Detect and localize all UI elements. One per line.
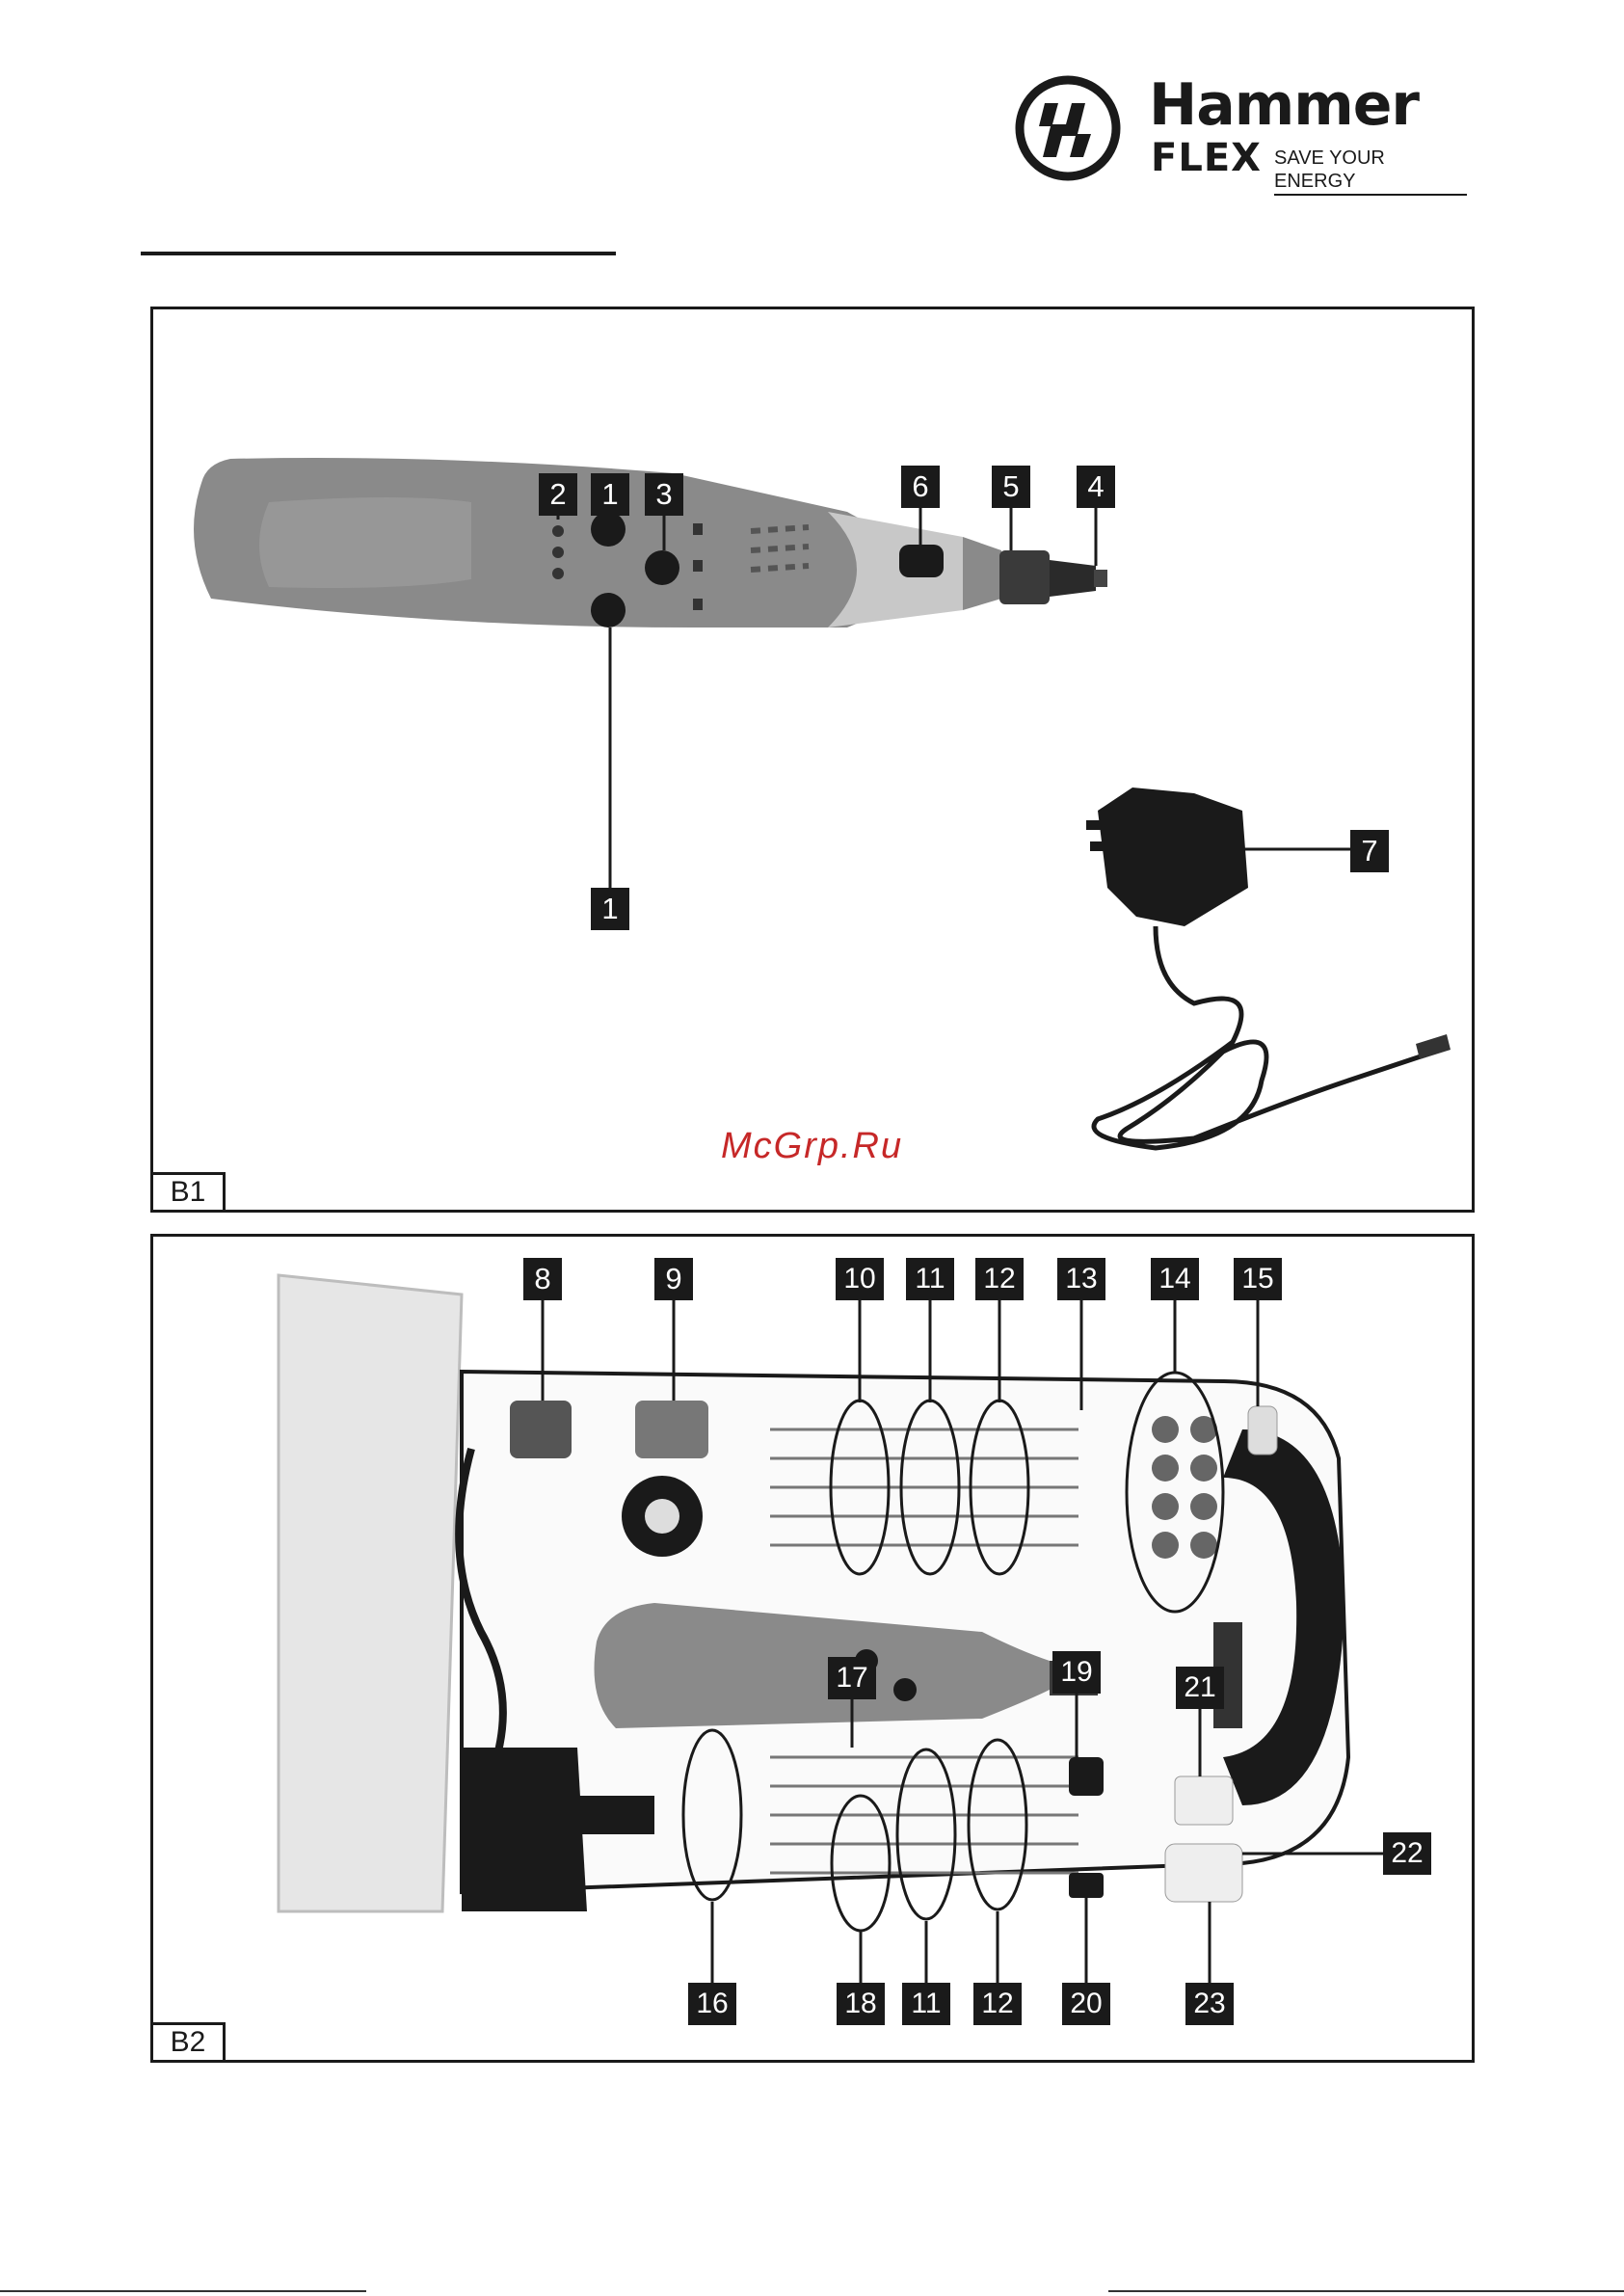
title-underline — [141, 252, 616, 255]
brand-logo: Hammer FLEX SAVE YOUR ENERGY — [1014, 69, 1467, 185]
footer-rule-right — [1108, 2290, 1624, 2292]
callout-3: 3 — [645, 473, 683, 516]
callout-8: 8 — [523, 1258, 562, 1300]
callout-4: 4 — [1077, 466, 1115, 508]
panel-tag-b2: B2 — [150, 2022, 226, 2063]
figure-panel-b1: 2 1 3 6 5 4 7 1 B1 — [150, 307, 1475, 1213]
callout-15: 15 — [1234, 1258, 1282, 1300]
engraver-illustration — [153, 309, 1472, 1210]
callout-7: 7 — [1350, 830, 1389, 872]
callout-18: 18 — [837, 1983, 885, 2025]
callout-1-bottom: 1 — [591, 888, 629, 930]
callout-23: 23 — [1185, 1983, 1234, 2025]
callout-20: 20 — [1062, 1983, 1110, 2025]
callout-1-top: 1 — [591, 473, 629, 516]
callout-6: 6 — [901, 466, 940, 508]
brand-slogan: SAVE YOUR ENERGY — [1274, 147, 1467, 196]
callout-16: 16 — [688, 1983, 736, 2025]
callout-14: 14 — [1151, 1258, 1199, 1300]
callout-2: 2 — [539, 473, 577, 516]
charger-adapter — [1086, 788, 1451, 1148]
brand-subname: FLEX — [1151, 137, 1262, 179]
callout-10: 10 — [836, 1258, 884, 1300]
hammer-logo-icon — [1014, 74, 1122, 182]
callout-19: 19 — [1052, 1651, 1101, 1694]
brand-name: Hammer — [1149, 71, 1419, 139]
watermark-text: McGrp.Ru — [721, 1126, 903, 1167]
case-contents-illustration — [153, 1237, 1472, 2060]
callout-12-top: 12 — [975, 1258, 1024, 1300]
callout-12-bottom: 12 — [973, 1983, 1022, 2025]
panel-tag-b1: B1 — [150, 1172, 226, 1213]
callout-13: 13 — [1057, 1258, 1105, 1300]
callout-17: 17 — [828, 1657, 876, 1699]
callout-21: 21 — [1176, 1667, 1224, 1709]
callout-9: 9 — [654, 1258, 693, 1300]
footer-rule-left — [0, 2290, 366, 2292]
callout-11-bottom: 11 — [902, 1983, 950, 2025]
callout-5: 5 — [992, 466, 1030, 508]
figure-panel-b2: 8 9 10 11 12 13 14 15 17 19 21 22 16 18 … — [150, 1234, 1475, 2063]
callout-11-top: 11 — [906, 1258, 954, 1300]
callout-22: 22 — [1383, 1832, 1431, 1875]
